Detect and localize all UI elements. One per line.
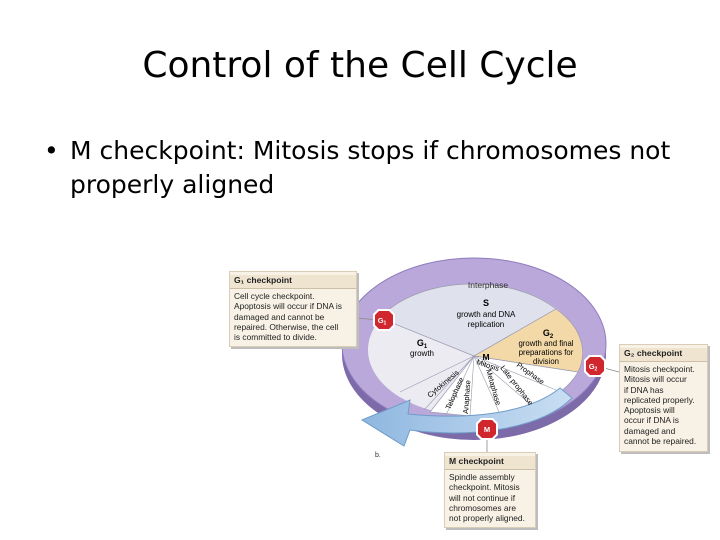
g2-phase-desc2: preparations for <box>519 348 574 357</box>
m-phase-label: M <box>482 352 489 362</box>
g1-phase-label: G1 <box>417 338 428 350</box>
phase-anaphase: Anaphase <box>461 380 472 414</box>
m-callout-line: checkpoint. Mitosis <box>449 482 520 493</box>
g2-callout-line: Mitosis will occur <box>624 374 687 385</box>
g1-callout-line: is committed to divide. <box>234 332 317 343</box>
m-checkpoint-callout: M checkpoint Spindle assembly checkpoint… <box>444 452 536 528</box>
g2-callout-line: occur if DNA is <box>624 415 679 426</box>
g1-callout-line: Apoptosis will occur if DNA is <box>234 301 342 312</box>
g2-phase-desc1: growth and final <box>518 339 573 348</box>
s-phase-desc1: growth and DNA <box>457 310 516 319</box>
g2-phase-desc3: division <box>533 357 559 366</box>
bullet-text: M checkpoint: Mitosis stops if chromosom… <box>70 136 671 199</box>
g2-callout-line: Apoptosis will <box>624 405 675 416</box>
g1-checkpoint-badge: G1 <box>373 309 395 331</box>
bullet-marker: • <box>44 136 59 165</box>
svg-text:G1: G1 <box>378 316 387 327</box>
g2-callout-line: cannot be repaired. <box>624 436 697 447</box>
slide-title: Control of the Cell Cycle <box>142 45 578 86</box>
g1-checkpoint-callout: G₁ checkpoint Cell cycle checkpoint. Apo… <box>229 271 357 347</box>
mitosis-dividers <box>423 355 557 417</box>
g1-phase-desc: growth <box>410 349 434 358</box>
g1-callout-line: Cell cycle checkpoint. <box>234 291 315 301</box>
m-callout-line: will not continue if <box>449 492 516 503</box>
g2-callout-line: replicated properly. <box>624 394 695 405</box>
panel-label: b. <box>375 452 381 459</box>
g2-callout-line: Mitosis checkpoint. <box>624 364 695 374</box>
g2-callout-title: G₂ checkpoint <box>620 348 707 362</box>
interphase-label: Interphase <box>468 280 508 290</box>
g2-callout-line: damaged and <box>624 425 676 436</box>
s-phase-desc2: replication <box>468 320 504 329</box>
s-phase-label: S <box>483 298 489 308</box>
g1-callout-line: repaired. Otherwise, the cell <box>234 321 339 332</box>
m-checkpoint-badge: M <box>476 418 498 440</box>
s-sector <box>379 283 557 357</box>
g1-callout-title: G₁ checkpoint <box>230 275 356 289</box>
m-callout-title: M checkpoint <box>445 456 535 470</box>
m-callout-line: chromosomes are <box>449 502 517 513</box>
bullet-point: • M checkpoint: Mitosis stops if chromos… <box>44 134 684 202</box>
svg-text:G2: G2 <box>589 362 598 373</box>
g2-phase-label: G2 <box>543 328 554 340</box>
cycle-arrow <box>360 387 573 447</box>
g2-checkpoint-callout: G₂ checkpoint Mitosis checkpoint. Mitosi… <box>619 344 708 452</box>
g2-checkpoint-badge: G2 <box>584 355 606 377</box>
svg-text:M: M <box>484 425 490 434</box>
g2-callout-line: if DNA has <box>624 384 664 395</box>
g1-callout-line: damaged and cannot be <box>234 311 325 322</box>
g2-connector <box>603 367 620 373</box>
m-callout-line: not properly aligned. <box>449 513 525 524</box>
m-callout-line: Spindle assembly <box>449 472 515 482</box>
g2-sector <box>472 308 583 373</box>
